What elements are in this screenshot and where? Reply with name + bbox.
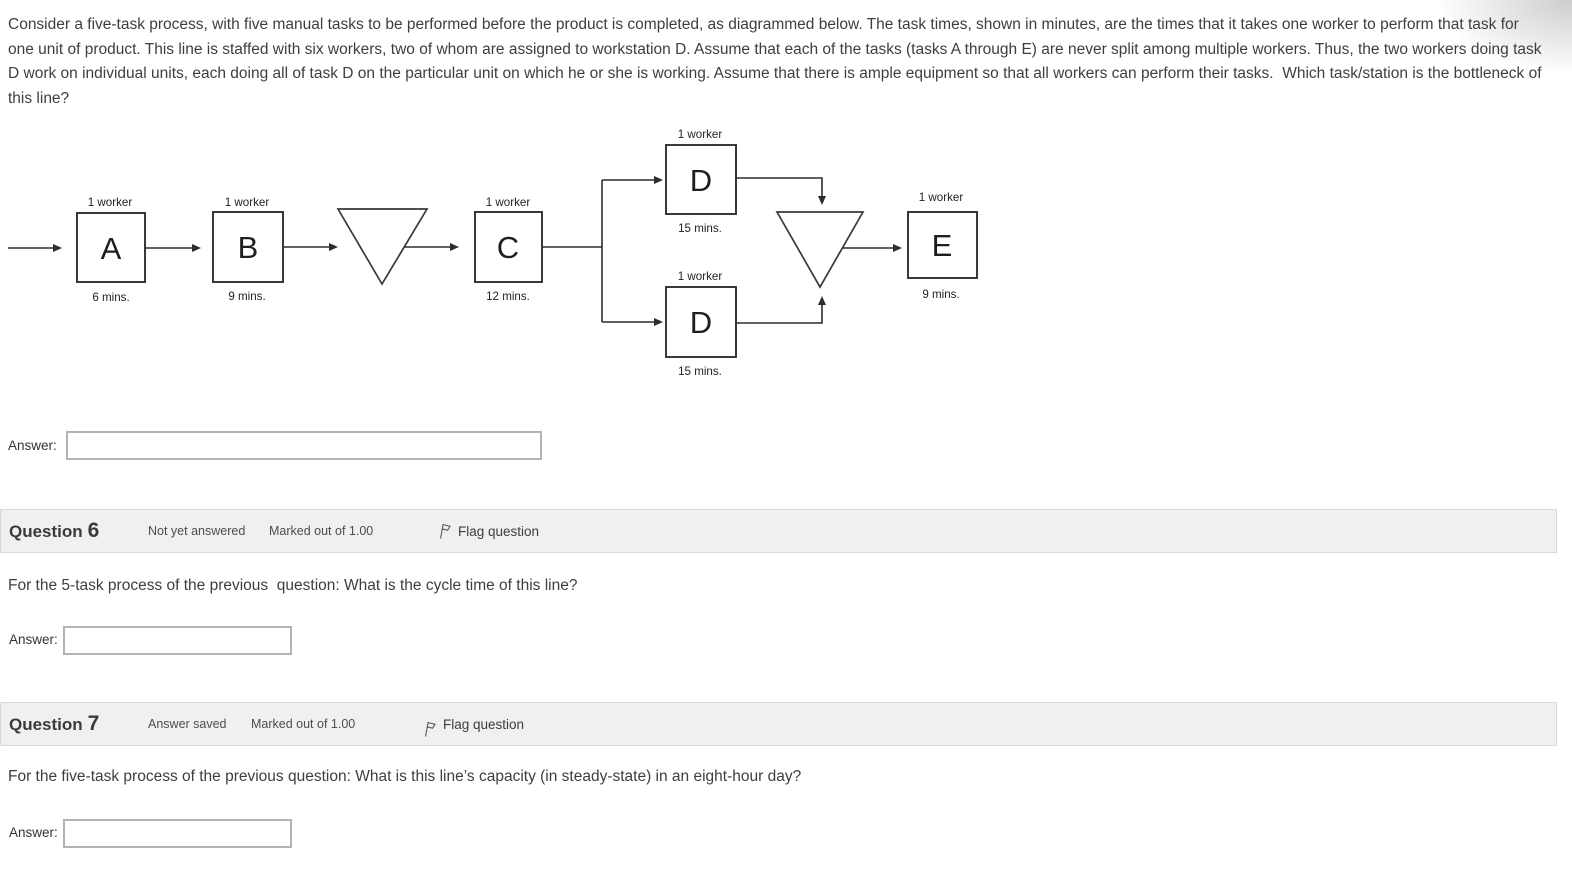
flow-arrow-dbottom-buffer2 bbox=[736, 296, 826, 324]
station-box-b bbox=[212, 211, 284, 283]
question6-title-number: 6 bbox=[87, 519, 100, 542]
question7-flag-link[interactable]: Flag question bbox=[423, 715, 525, 737]
question6-flag-link[interactable]: Flag question bbox=[438, 522, 539, 540]
station-d-top-workers-label: 1 worker bbox=[678, 128, 723, 141]
question6-status: Not yet answered bbox=[148, 524, 246, 538]
station-box-d-bottom bbox=[665, 286, 737, 358]
station-e-time-label: 9 mins. bbox=[922, 288, 959, 301]
station-box-d-top bbox=[665, 144, 737, 215]
station-box-c bbox=[474, 211, 543, 283]
station-letter-d-bottom: D bbox=[690, 305, 712, 340]
flag-label: Flag question bbox=[443, 716, 525, 732]
station-d-bottom-time-label: 15 mins. bbox=[678, 365, 722, 378]
q5-answer-label: Answer: bbox=[8, 438, 57, 453]
buffer-triangle-2-icon bbox=[775, 211, 865, 289]
flag-label: Flag question bbox=[458, 523, 540, 539]
station-d-bottom-workers-label: 1 worker bbox=[678, 270, 723, 283]
question6-marks: Marked out of 1.00 bbox=[269, 524, 374, 538]
station-box-e bbox=[907, 211, 978, 279]
station-letter-a: A bbox=[101, 231, 122, 266]
question6-title-word: Question bbox=[9, 522, 83, 541]
q7-answer-input[interactable] bbox=[63, 819, 292, 848]
q6-answer-input[interactable] bbox=[63, 626, 292, 655]
station-box-a bbox=[76, 212, 146, 283]
q7-answer-label: Answer: bbox=[9, 825, 58, 840]
question7-status: Answer saved bbox=[148, 717, 227, 731]
station-letter-e: E bbox=[932, 228, 953, 263]
station-letter-c: C bbox=[497, 230, 519, 265]
process-diagram: A 1 worker 6 mins. B 1 worker 9 mins. C … bbox=[8, 128, 978, 378]
station-c-time-label: 12 mins. bbox=[486, 290, 530, 303]
station-b-workers-label: 1 worker bbox=[225, 196, 270, 209]
question7-marks: Marked out of 1.00 bbox=[251, 717, 356, 731]
station-e-workers-label: 1 worker bbox=[919, 191, 964, 204]
question7-title-word: Question bbox=[9, 715, 83, 734]
flow-arrow-dtop-buffer2 bbox=[736, 177, 826, 205]
question7-text: For the five-task process of the previou… bbox=[8, 768, 802, 785]
station-a-workers-label: 1 worker bbox=[88, 196, 133, 209]
question7-title-number: 7 bbox=[87, 712, 100, 735]
question5-text: Consider a five-task process, with five … bbox=[8, 16, 1546, 107]
flag-icon bbox=[438, 522, 451, 540]
station-letter-b: B bbox=[238, 230, 259, 265]
q5-answer-input[interactable] bbox=[66, 431, 542, 460]
q6-answer-label: Answer: bbox=[9, 632, 58, 647]
station-b-time-label: 9 mins. bbox=[228, 290, 265, 303]
buffer-triangle-1-icon bbox=[336, 208, 429, 286]
flag-icon bbox=[423, 720, 436, 738]
station-letter-d-top: D bbox=[690, 163, 712, 198]
station-c-workers-label: 1 worker bbox=[486, 196, 531, 209]
question6-text: For the 5-task process of the previous q… bbox=[8, 577, 578, 594]
station-d-top-time-label: 15 mins. bbox=[678, 222, 722, 235]
station-a-time-label: 6 mins. bbox=[92, 291, 129, 304]
